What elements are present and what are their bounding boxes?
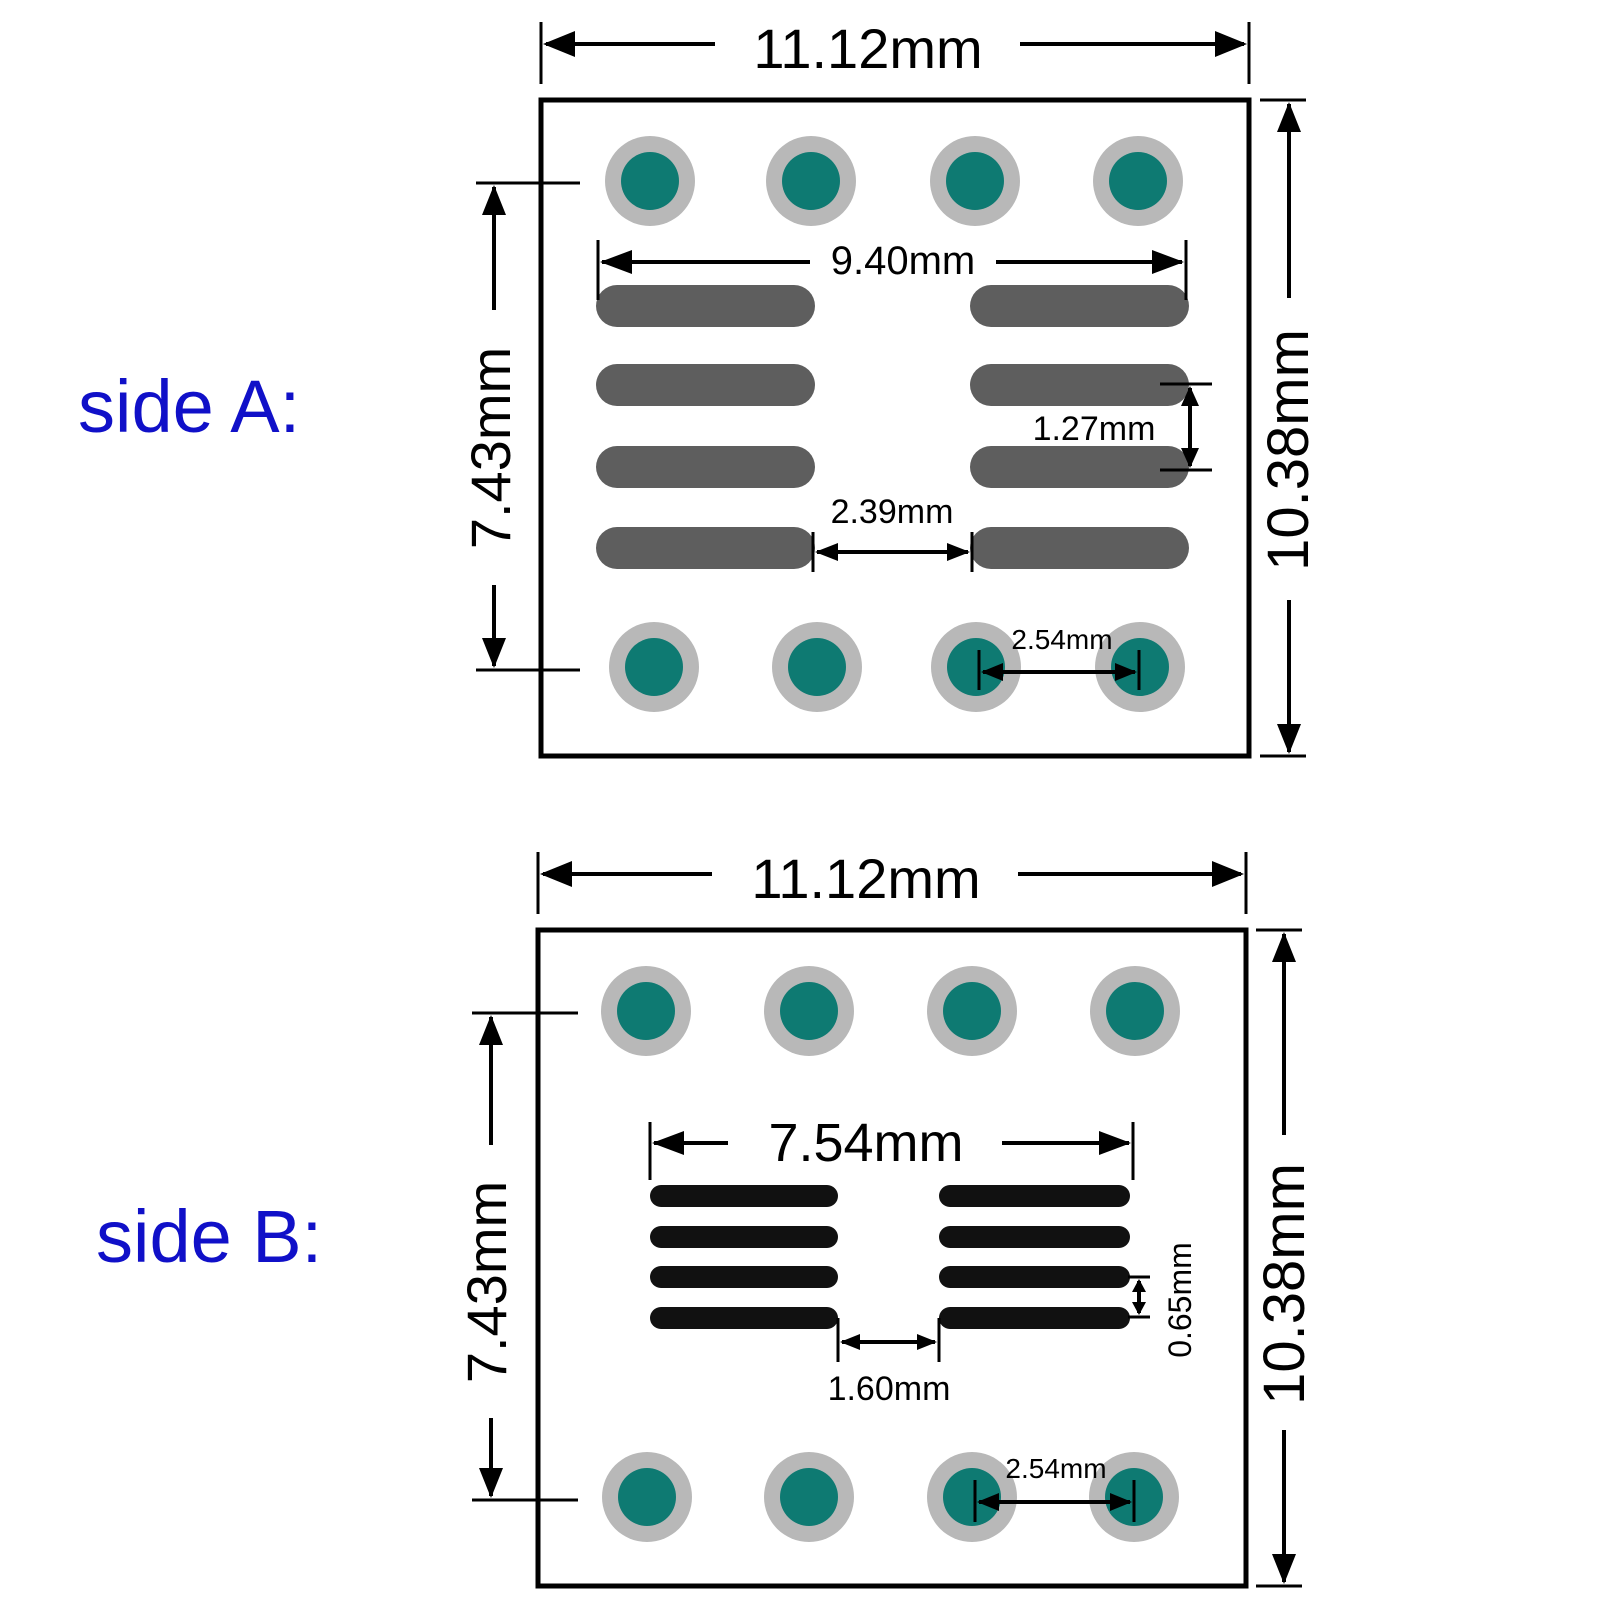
smd-pad — [939, 1266, 1130, 1288]
through-hole — [764, 966, 854, 1056]
smd-pad — [939, 1185, 1130, 1207]
smd-pad — [970, 527, 1189, 569]
side-a-hole-pitch-dimension: 2.54mm — [977, 624, 1141, 690]
through-hole — [772, 622, 862, 712]
smd-pad — [970, 446, 1189, 488]
side-b-pad-pitch-dimension: 0.65mm — [1128, 1242, 1198, 1358]
side-a-pad-span-label: 9.40mm — [831, 239, 976, 283]
side-a-width-dimension: 11.12mm — [539, 17, 1251, 84]
side-b-label: side B: — [96, 1195, 322, 1278]
through-hole — [605, 136, 695, 226]
side-a-height-dimension: 10.38mm — [1256, 98, 1321, 758]
smd-pad — [970, 364, 1189, 406]
side-b-width-dimension: 11.12mm — [536, 847, 1248, 914]
side-a-row-spacing-label: 7.43mm — [459, 347, 522, 549]
through-hole — [927, 966, 1017, 1056]
smd-pad — [650, 1226, 838, 1248]
side-b-height-dimension: 10.38mm — [1252, 928, 1317, 1588]
side-b-hole-pitch-dimension: 2.54mm — [973, 1453, 1136, 1522]
side-a-pad-gap-label: 2.39mm — [831, 493, 954, 531]
side-b-pad-gap-dimension: 1.60mm — [828, 1318, 951, 1408]
side-b-pad-span-label: 7.54mm — [768, 1113, 963, 1173]
side-b-row-spacing-dimension: 7.43mm — [455, 1011, 578, 1502]
smd-pad — [596, 446, 815, 488]
side-a-label: side A: — [78, 365, 300, 448]
side-a-row-spacing-dimension: 7.43mm — [459, 181, 580, 672]
smd-pad — [596, 364, 815, 406]
through-hole — [601, 966, 691, 1056]
through-hole — [927, 1452, 1017, 1542]
side-b-top-holes — [601, 966, 1180, 1056]
through-hole — [609, 622, 699, 712]
side-a-smd-pads — [596, 285, 1189, 569]
smd-pad — [650, 1266, 838, 1288]
smd-pad — [650, 1307, 838, 1329]
through-hole — [766, 136, 856, 226]
side-b-hole-pitch-label: 2.54mm — [1005, 1453, 1106, 1484]
through-hole — [602, 1452, 692, 1542]
smd-pad — [970, 285, 1189, 327]
side-b: side B: 11.12mm 10.38mm — [96, 847, 1317, 1589]
side-a-pad-pitch-dimension: 1.27mm — [1033, 382, 1212, 472]
side-a-pad-pitch-label: 1.27mm — [1033, 410, 1156, 448]
smd-pad — [939, 1226, 1130, 1248]
side-b-pad-gap-label: 1.60mm — [828, 1370, 951, 1408]
side-b-pad-pitch-label: 0.65mm — [1162, 1242, 1198, 1358]
side-a-pad-gap-dimension: 2.39mm — [811, 493, 974, 572]
side-a-width-label: 11.12mm — [753, 17, 982, 80]
through-hole — [1093, 136, 1183, 226]
smd-pad — [939, 1307, 1130, 1329]
side-b-smd-pads — [650, 1185, 1130, 1329]
through-hole — [931, 622, 1021, 712]
side-a-pad-span-dimension: 9.40mm — [596, 239, 1188, 300]
side-b-pad-span-dimension: 7.54mm — [648, 1113, 1135, 1180]
side-b-height-label: 10.38mm — [1252, 1163, 1317, 1405]
side-a-hole-pitch-label: 2.54mm — [1011, 624, 1112, 655]
side-a-height-label: 10.38mm — [1256, 329, 1321, 571]
side-b-width-label: 11.12mm — [751, 847, 980, 910]
through-hole — [930, 136, 1020, 226]
through-hole — [764, 1452, 854, 1542]
side-b-row-spacing-label: 7.43mm — [455, 1181, 518, 1383]
smd-pad — [596, 285, 815, 327]
through-hole — [1090, 966, 1180, 1056]
side-a-top-holes — [605, 136, 1183, 226]
side-a: side A: 11.12mm 10.38mm — [78, 17, 1321, 759]
smd-pad — [596, 527, 815, 569]
smd-pad — [650, 1185, 838, 1207]
